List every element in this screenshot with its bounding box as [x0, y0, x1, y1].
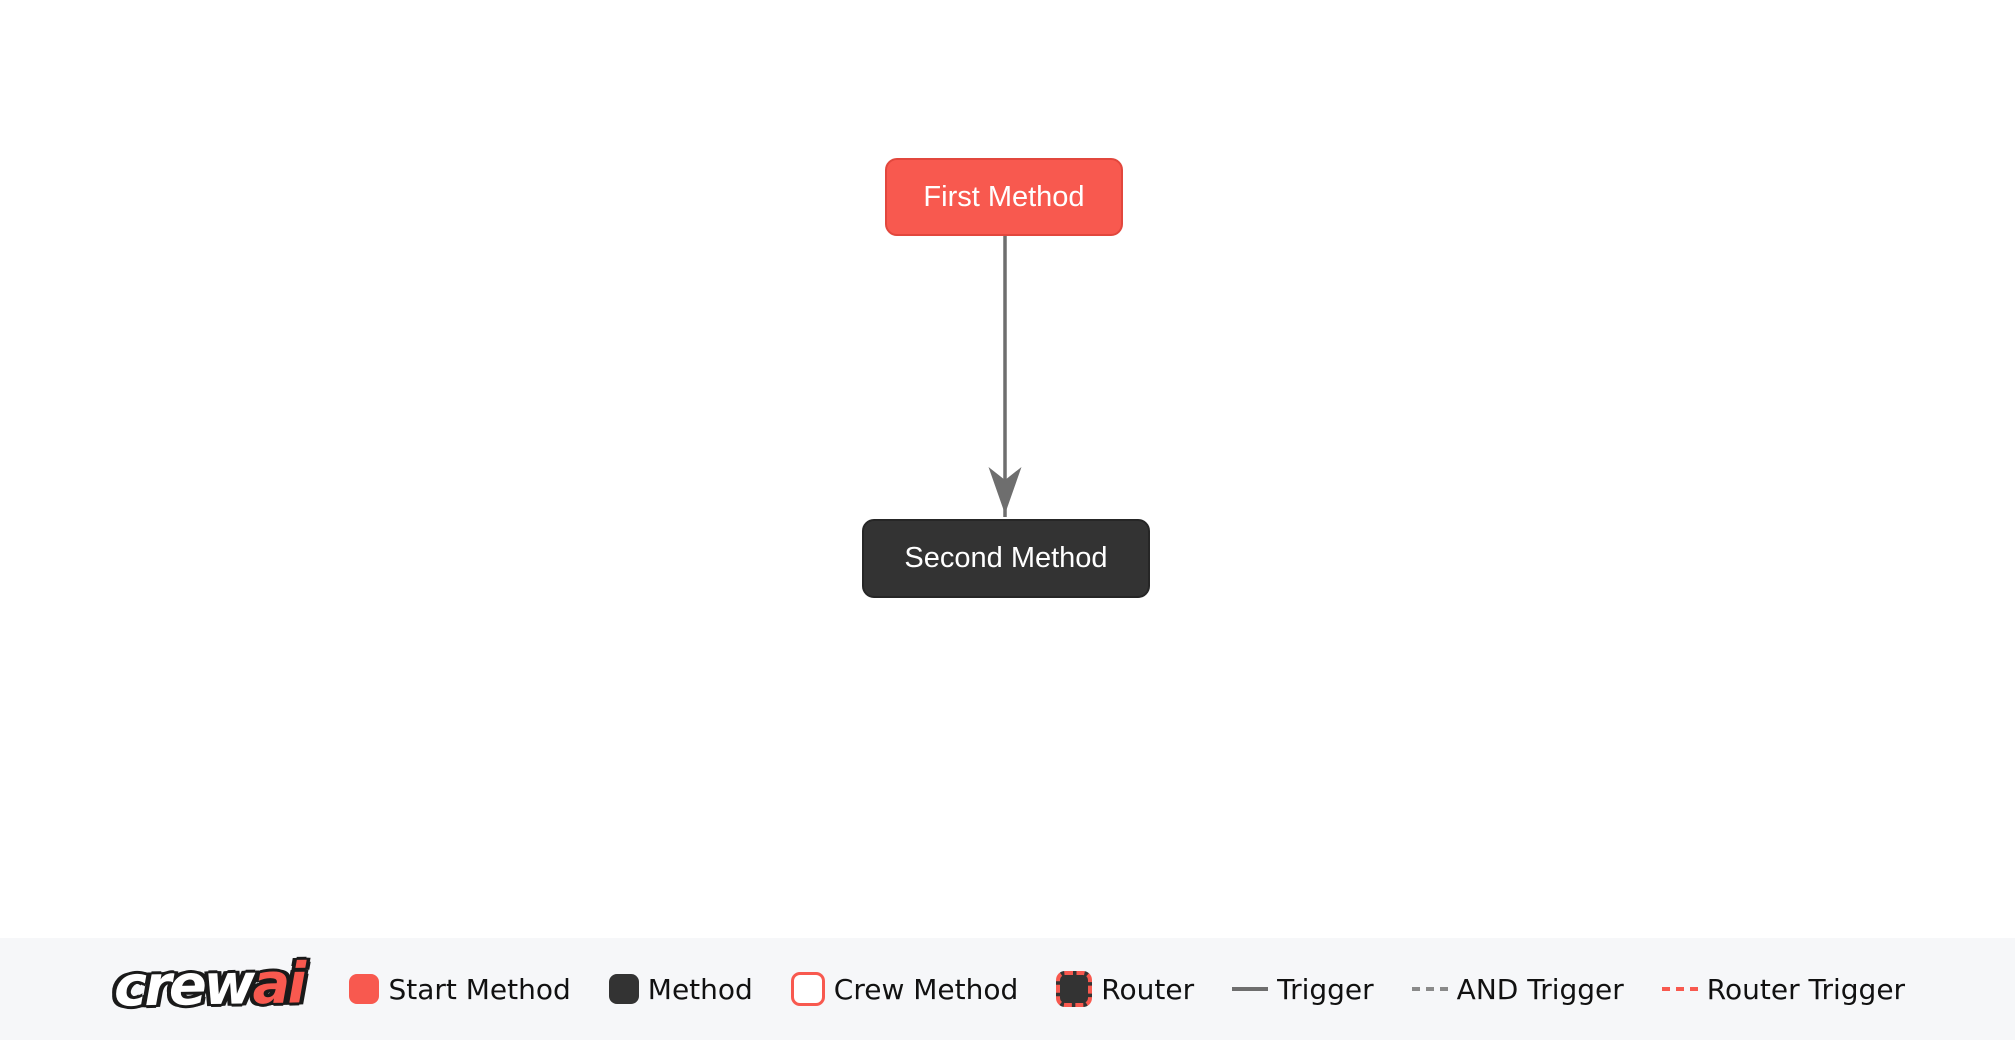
- node-first-method-label: First Method: [923, 180, 1085, 213]
- legend-label: Router: [1101, 972, 1195, 1006]
- legend-label: Start Method: [388, 972, 571, 1006]
- legend-label: AND Trigger: [1456, 972, 1624, 1006]
- router-swatch: [1056, 971, 1093, 1007]
- trigger-line-swatch: [1232, 987, 1269, 991]
- crewai-logo-ai-text: ai: [251, 951, 304, 1018]
- flow-canvas[interactable]: First Method Second Method: [0, 0, 2015, 938]
- method-swatch: [608, 974, 639, 1004]
- legend-label: Method: [647, 972, 753, 1006]
- node-second-method[interactable]: Second Method: [862, 519, 1150, 598]
- legend-label: Trigger: [1277, 972, 1374, 1006]
- legend-item-method: Method: [608, 972, 753, 1006]
- legend-item-and-trigger: AND Trigger: [1411, 972, 1624, 1006]
- legend-item-router-trigger: Router Trigger: [1661, 972, 1906, 1006]
- router-trigger-line-swatch: [1661, 987, 1698, 991]
- node-second-method-label: Second Method: [904, 542, 1108, 574]
- crew-method-swatch: [790, 972, 825, 1006]
- start-method-swatch: [349, 974, 380, 1004]
- crewai-logo-crew-text: crew: [113, 952, 253, 1020]
- legend-item-trigger: Trigger: [1232, 973, 1374, 1006]
- edge-layer: [988, 236, 1022, 517]
- legend-item-router: Router: [1056, 971, 1194, 1007]
- legend-item-crew-method: Crew Method: [790, 972, 1019, 1006]
- node-first-method[interactable]: First Method: [885, 158, 1123, 236]
- legend-item-start-method: Start Method: [349, 972, 571, 1006]
- legend-label: Router Trigger: [1706, 972, 1906, 1006]
- and-trigger-line-swatch: [1411, 987, 1448, 991]
- legend-bar: crewai Start Method Method Crew Method R…: [0, 938, 2015, 1040]
- legend-label: Crew Method: [833, 972, 1019, 1006]
- crewai-logo: crewai: [109, 951, 312, 1022]
- trigger-edge-arrowhead: [988, 467, 1022, 514]
